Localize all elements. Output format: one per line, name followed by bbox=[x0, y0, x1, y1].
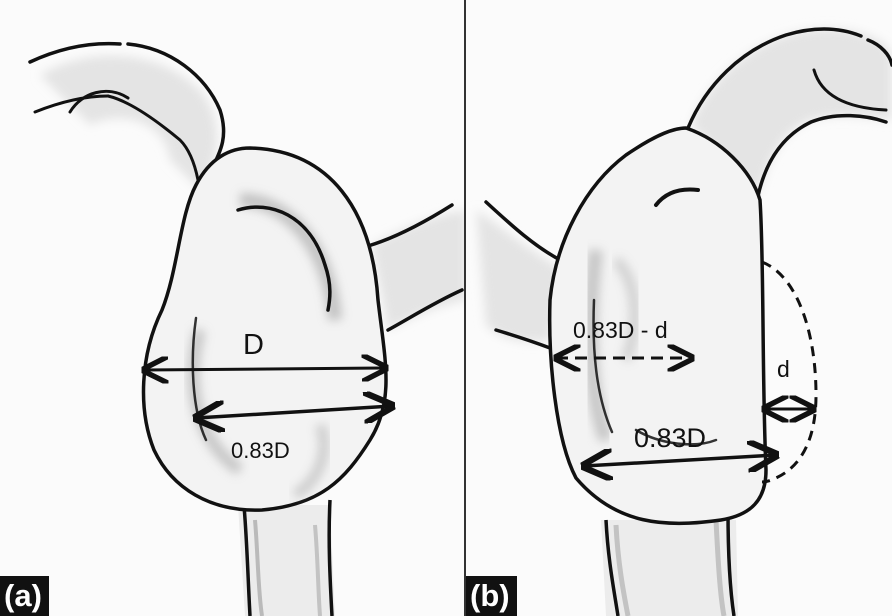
label-difference: 0.83D - d bbox=[573, 317, 668, 343]
panel-a-drawing: D 0.83D bbox=[0, 0, 466, 616]
label-bulge: d bbox=[777, 356, 790, 382]
panel-b-drawing: 0.83D - d d 0.83D bbox=[466, 0, 892, 616]
label-diameter: D bbox=[243, 329, 264, 361]
vessel-neck bbox=[601, 510, 738, 616]
panel-a-tag: (a) bbox=[0, 576, 49, 616]
label-reduced: 0.83D bbox=[231, 438, 290, 463]
vessel-neck bbox=[238, 500, 335, 616]
panel-b: 0.83D - d d 0.83D (b) bbox=[466, 0, 892, 616]
panel-a: D 0.83D (a) bbox=[0, 0, 466, 616]
panel-b-tag: (b) bbox=[466, 576, 517, 616]
vessel-right bbox=[368, 205, 466, 330]
vessel-left bbox=[30, 44, 224, 190]
diameter-arrow bbox=[144, 368, 386, 370]
label-reduced: 0.83D bbox=[634, 423, 706, 453]
